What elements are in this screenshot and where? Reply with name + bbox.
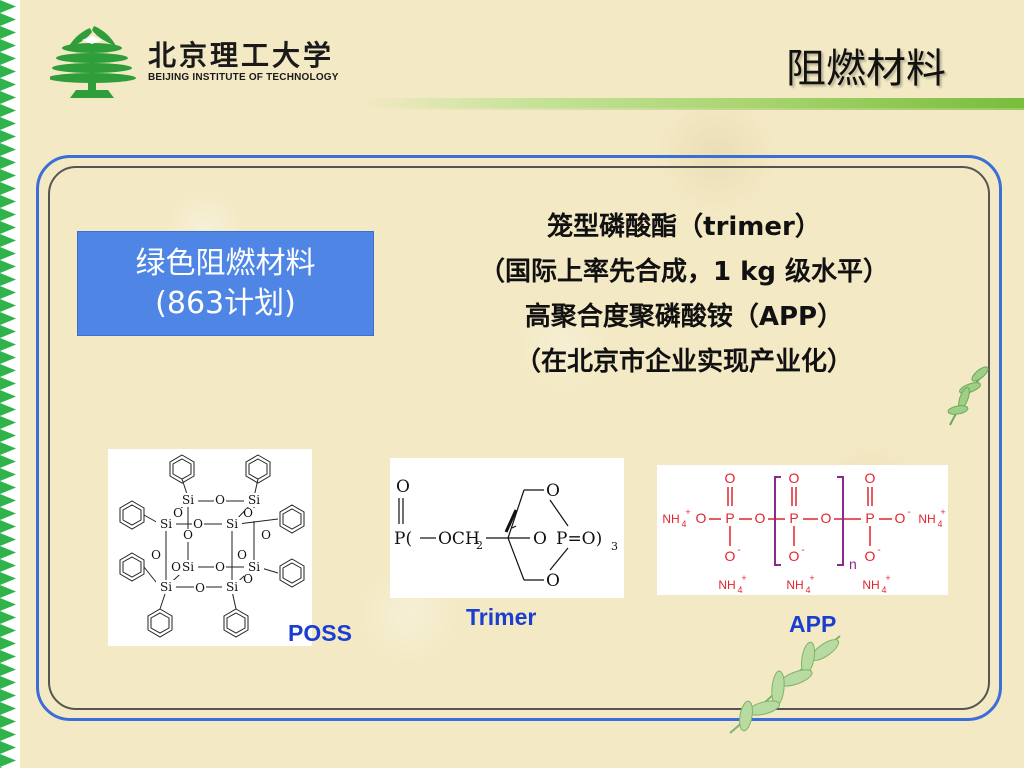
bullet-line-2: （国际上率先合成，1 kg 级水平） bbox=[478, 257, 890, 287]
app-o-bot-3-minus: - bbox=[877, 545, 880, 556]
poss-o-11: O bbox=[243, 572, 253, 586]
trimer-sub2: 2 bbox=[476, 539, 483, 552]
poss-o-3: O bbox=[243, 506, 253, 520]
app-nh4-bot-2: NH bbox=[786, 578, 803, 592]
app-nh4-right: NH bbox=[918, 512, 935, 526]
app-o-bot-1: O bbox=[725, 548, 736, 564]
header-divider bbox=[360, 98, 1024, 108]
poss-structure-panel: Si Si Si Si Si Si Si Si O O O O O bbox=[108, 449, 312, 646]
page-title: 阻燃材料 bbox=[786, 46, 946, 92]
app-o-top-3: O bbox=[865, 470, 876, 486]
poss-structure-diagram: Si Si Si Si Si Si Si Si O O O O O bbox=[119, 454, 305, 638]
app-p-2: P bbox=[789, 510, 798, 526]
highlight-line-1: 绿色阻燃材料 bbox=[135, 245, 316, 281]
app-o-bot-2-minus: - bbox=[801, 545, 804, 556]
trimer-o-bot: O bbox=[546, 571, 560, 591]
app-o-top-1: O bbox=[725, 470, 736, 486]
leaf-branch-large-icon bbox=[729, 635, 841, 734]
zigzag-path bbox=[0, 0, 16, 768]
bit-logo-icon bbox=[50, 26, 136, 98]
poss-o-12: O bbox=[195, 581, 205, 595]
trimer-sub3: 3 bbox=[611, 540, 618, 553]
poss-o-9: O bbox=[171, 560, 181, 574]
app-nh4-bot-2-plus: + bbox=[809, 573, 814, 583]
app-nh4-right-plus: + bbox=[940, 507, 945, 517]
poss-o-2: O bbox=[173, 506, 183, 520]
app-structure-panel: O O O NH 4 + O P O P O P O - NH 4 + O - … bbox=[657, 465, 948, 595]
app-nh4-bot-1-sub: 4 bbox=[737, 585, 742, 595]
poss-si-6: Si bbox=[182, 560, 194, 574]
app-repeat-n: n bbox=[849, 556, 857, 572]
poss-si-5: Si bbox=[248, 560, 260, 574]
app-nh4-bot-1-plus: + bbox=[741, 573, 746, 583]
app-o-bot-2: O bbox=[789, 548, 800, 564]
university-name-en: BEIJING INSTITUTE OF TECHNOLOGY bbox=[148, 72, 339, 83]
trimer-o-mid: O bbox=[533, 529, 547, 549]
university-name-cn: 北京理工大学 bbox=[148, 39, 335, 72]
poss-label: POSS bbox=[288, 620, 352, 646]
zigzag-border bbox=[0, 0, 16, 768]
app-o-chain-4: O bbox=[895, 510, 906, 526]
bullet-line-1: 笼型磷酸酯（trimer） bbox=[547, 212, 821, 242]
poss-si-3: Si bbox=[160, 517, 172, 531]
poss-o-6: O bbox=[261, 528, 271, 542]
app-nh4-right-sub: 4 bbox=[937, 519, 942, 529]
bullet-line-4: （在北京市企业实现产业化） bbox=[514, 347, 853, 377]
left-decorative-strip bbox=[0, 0, 20, 768]
poss-o-1: O bbox=[215, 493, 225, 507]
trimer-structure-panel: O P( OCH 2 O O P=O) 3 O bbox=[390, 458, 624, 598]
main-bullets: 笼型磷酸酯（trimer） （国际上率先合成，1 kg 级水平） 高聚合度聚磷酸… bbox=[384, 205, 984, 385]
poss-o-7: O bbox=[151, 548, 161, 562]
poss-o-4: O bbox=[193, 517, 203, 531]
app-o-top-2: O bbox=[789, 470, 800, 486]
trimer-p-left: P( bbox=[394, 529, 412, 549]
app-o-chain-4-minus: - bbox=[907, 507, 910, 518]
trimer-label: Trimer bbox=[466, 604, 537, 630]
poss-si-2: Si bbox=[248, 493, 260, 507]
app-nh4-left-sub: 4 bbox=[681, 519, 686, 529]
app-nh4-bot-3-sub: 4 bbox=[881, 585, 886, 595]
app-nh4-bot-1: NH bbox=[718, 578, 735, 592]
app-o-chain-1: O bbox=[696, 510, 707, 526]
app-nh4-bot-3-plus: + bbox=[885, 573, 890, 583]
poss-si-4: Si bbox=[226, 517, 238, 531]
trimer-top-oxygen: O bbox=[396, 477, 410, 497]
app-nh4-left-plus: + bbox=[685, 507, 690, 517]
poss-si-8: Si bbox=[226, 580, 238, 594]
poss-si-1: Si bbox=[182, 493, 194, 507]
green-flame-retardant-box: 绿色阻燃材料 (863计划) bbox=[77, 231, 374, 336]
app-structure-diagram: O O O NH 4 + O P O P O P O - NH 4 + O - … bbox=[662, 470, 945, 595]
app-o-bot-3: O bbox=[865, 548, 876, 564]
highlight-line-2: (863计划) bbox=[155, 285, 296, 321]
app-label: APP bbox=[789, 611, 837, 637]
content-frame-inner bbox=[48, 166, 990, 710]
content-frame-outer bbox=[36, 155, 1002, 721]
leaf-branch-icon bbox=[947, 366, 989, 426]
app-o-chain-3: O bbox=[821, 510, 832, 526]
trimer-och2: OCH bbox=[438, 529, 480, 549]
app-nh4-bot-2-sub: 4 bbox=[805, 585, 810, 595]
app-nh4-bot-3: NH bbox=[862, 578, 879, 592]
bullet-line-3: 高聚合度聚磷酸铵（APP） bbox=[524, 302, 844, 332]
app-o-bot-1-minus: - bbox=[737, 545, 740, 556]
app-p-1: P bbox=[725, 510, 734, 526]
trimer-o-top: O bbox=[546, 481, 560, 501]
poss-o-5: O bbox=[183, 528, 193, 542]
trimer-structure-diagram: O P( OCH 2 O O P=O) 3 O bbox=[394, 477, 618, 591]
app-p-3: P bbox=[865, 510, 874, 526]
trimer-p-eq: P=O) bbox=[556, 529, 602, 549]
poss-si-7: Si bbox=[160, 580, 172, 594]
app-nh4-left: NH bbox=[662, 512, 679, 526]
poss-o-8: O bbox=[237, 548, 247, 562]
poss-o-10: O bbox=[215, 560, 225, 574]
app-o-chain-2: O bbox=[755, 510, 766, 526]
header-divider-thin bbox=[380, 108, 1024, 110]
